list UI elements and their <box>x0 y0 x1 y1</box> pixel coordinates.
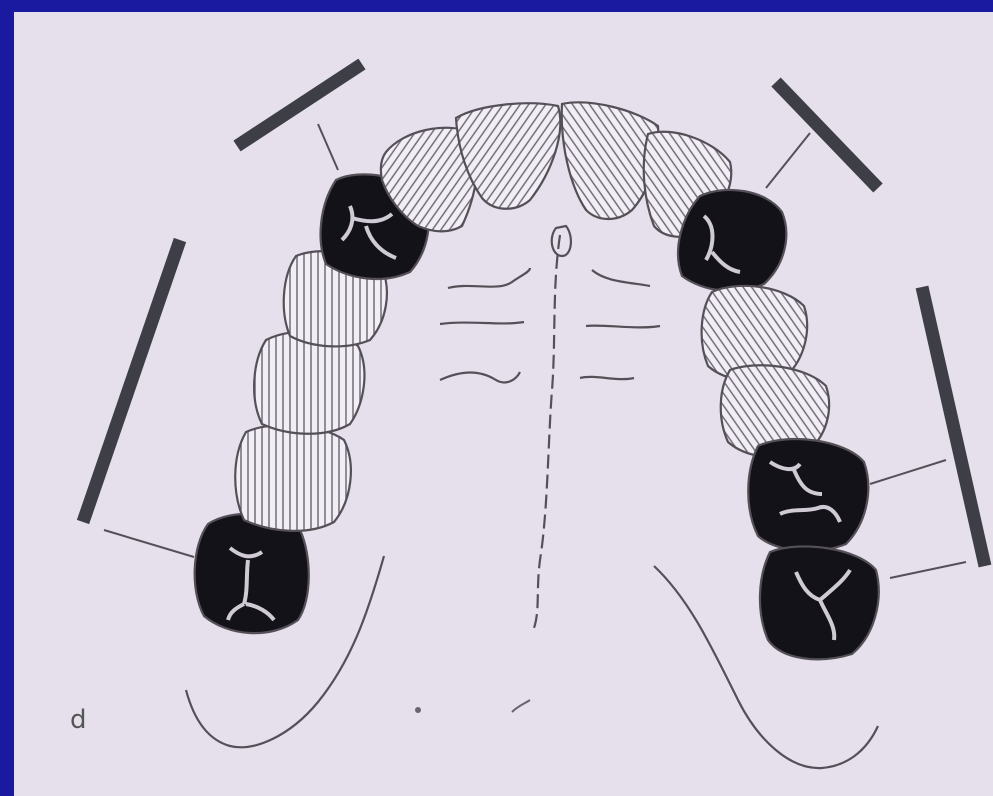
tooth-right-premolar-2 <box>235 425 351 531</box>
connector-upper-left <box>766 133 810 188</box>
ruga-left-1 <box>592 270 650 286</box>
connector-upper-right <box>318 124 338 170</box>
incisive-papilla <box>552 226 571 256</box>
bar-upper-left <box>776 82 878 188</box>
midline-raphe <box>534 235 560 628</box>
ruga-right-3 <box>440 372 520 382</box>
figure-panel-label: d <box>70 705 87 735</box>
connector-side-right <box>104 530 194 557</box>
tooth-left-molar-1 <box>748 439 868 551</box>
connector-side-left-lower <box>890 562 966 578</box>
ruga-right-1 <box>448 268 530 288</box>
bar-side-right <box>83 240 180 522</box>
ruga-right-2 <box>440 322 524 324</box>
palatal-rugae <box>440 268 660 382</box>
ruga-left-2 <box>586 326 660 328</box>
ruga-left-3 <box>580 377 634 379</box>
mark-stroke-2 <box>512 700 530 712</box>
bottom-marks <box>415 700 530 713</box>
bar-upper-right <box>237 64 362 146</box>
bar-side-left <box>922 287 985 566</box>
connector-side-left-upper <box>870 460 946 484</box>
teeth <box>195 102 879 659</box>
mark-dot-1 <box>415 707 421 713</box>
tooth-left-canine <box>678 190 786 291</box>
